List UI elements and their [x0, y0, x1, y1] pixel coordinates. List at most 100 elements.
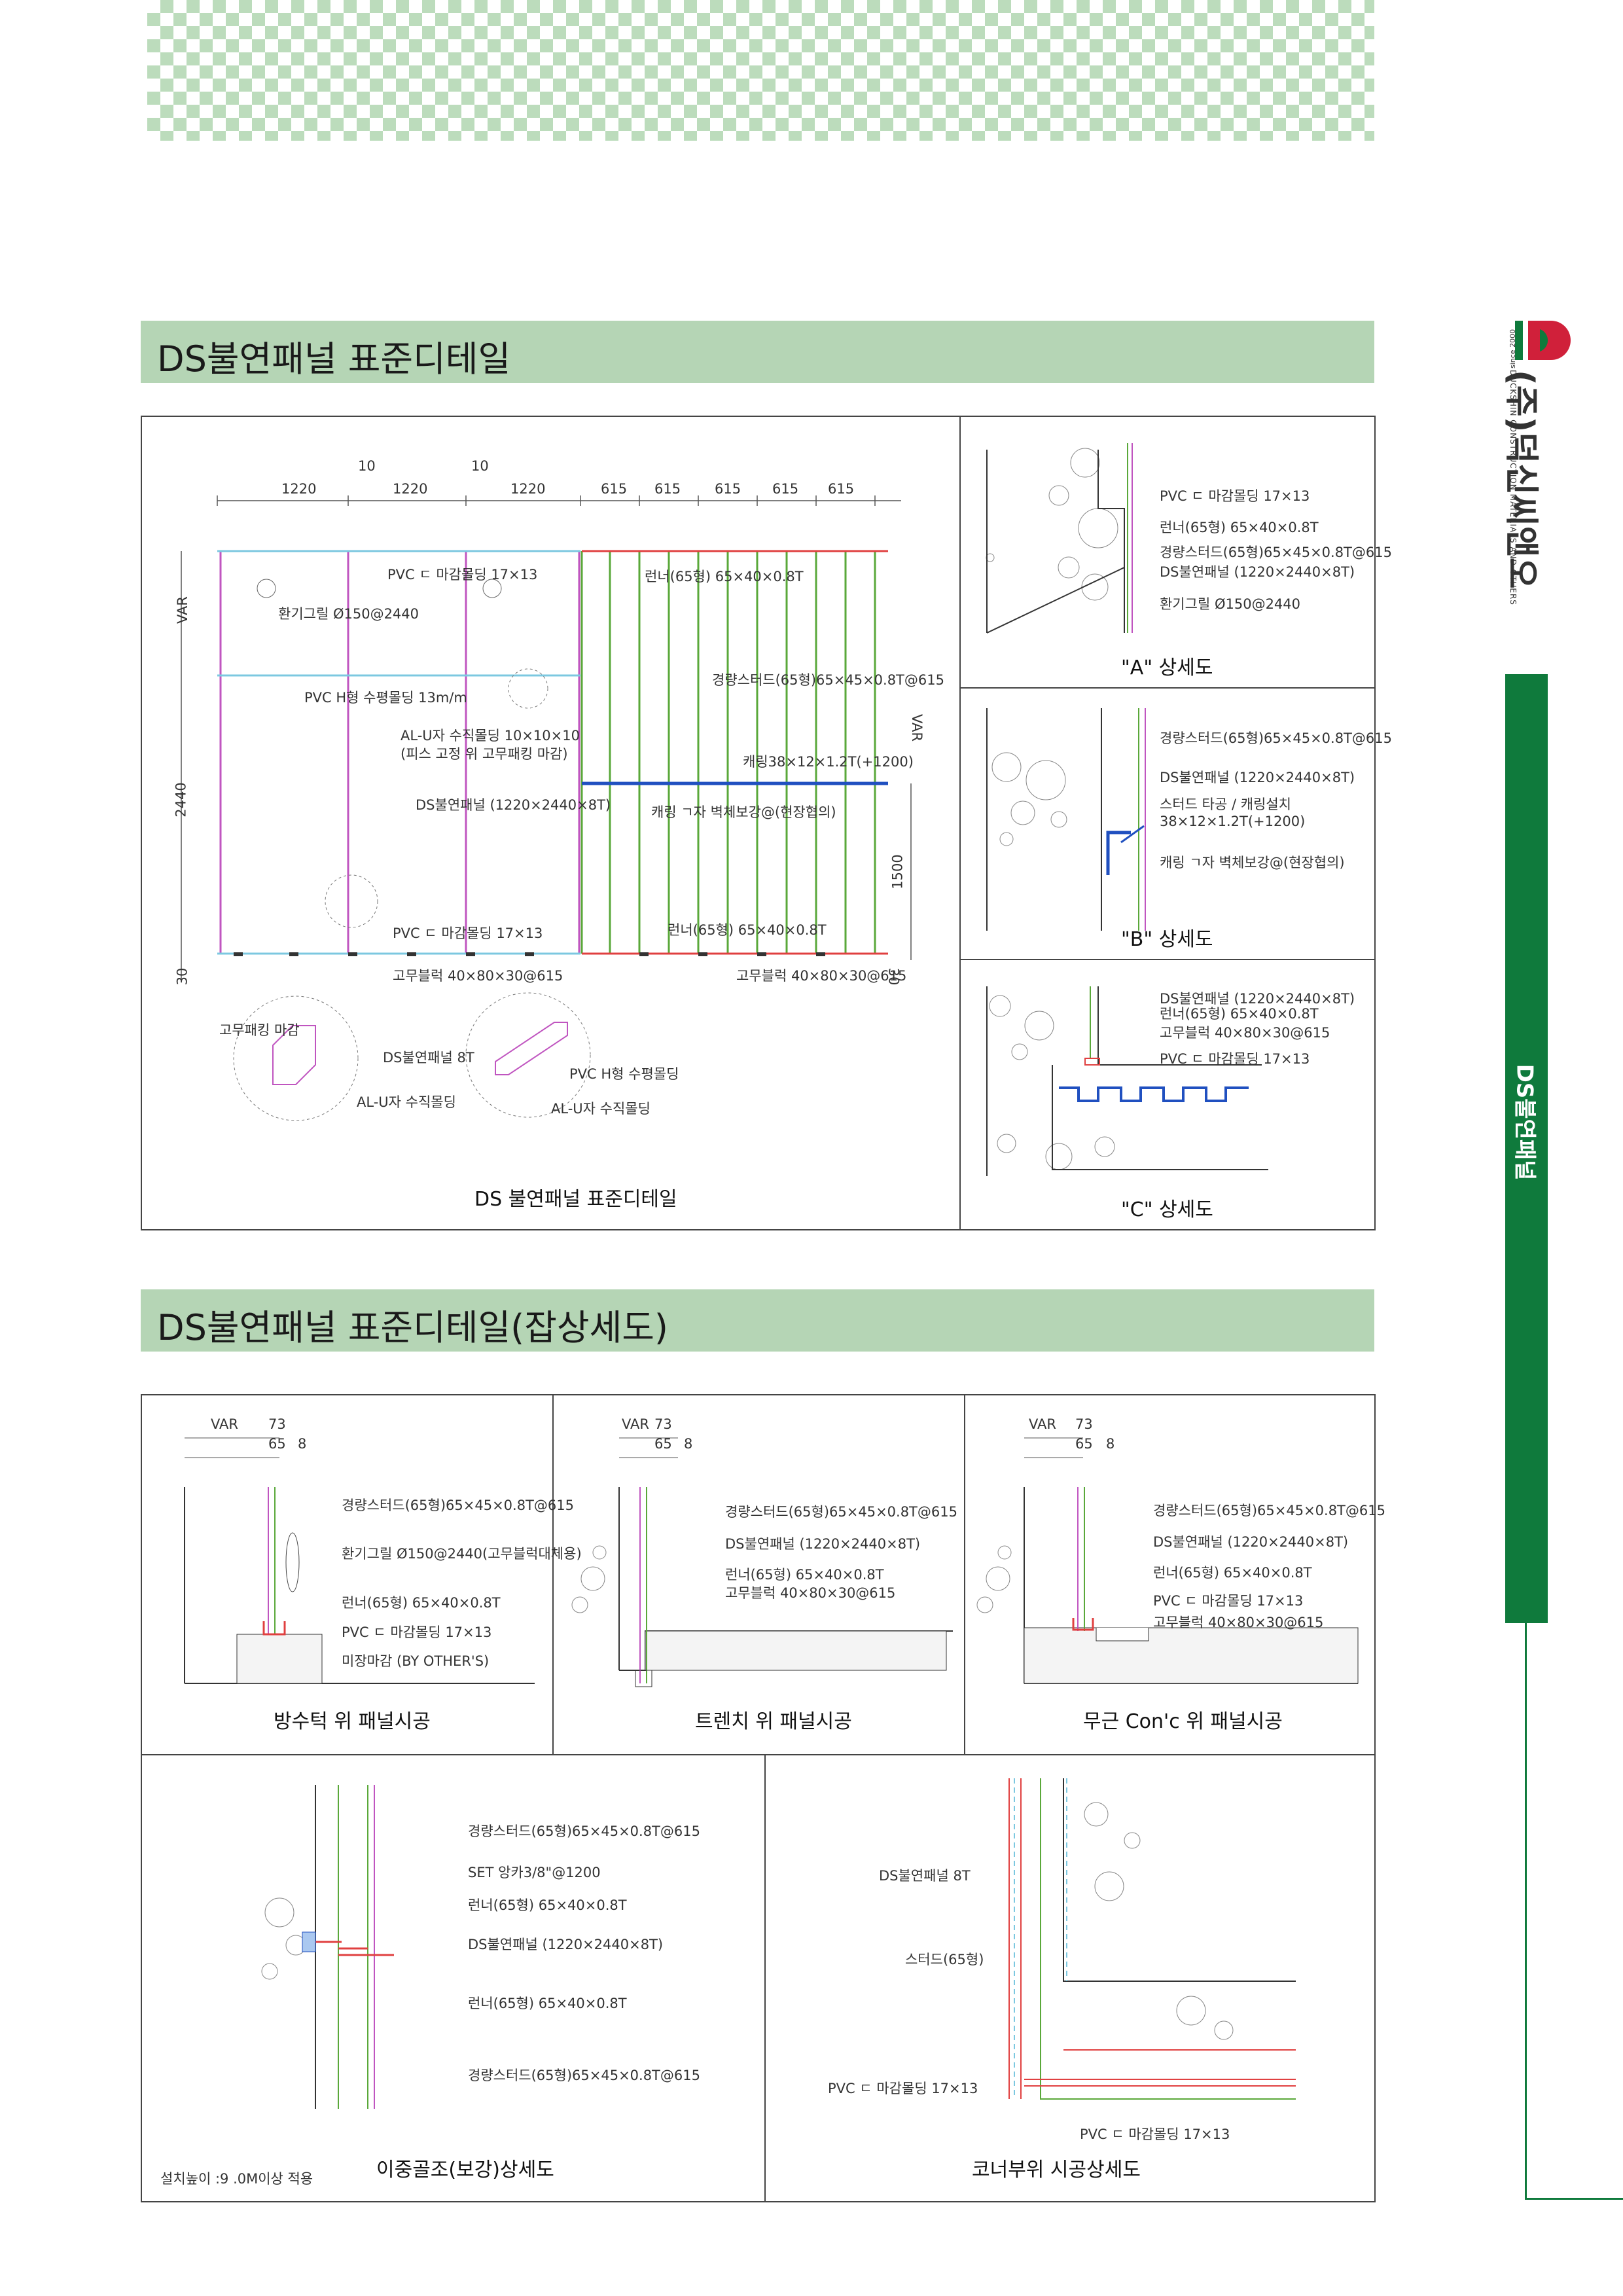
callout-label: 환기그릴 Ø150@2440	[278, 606, 419, 622]
company-logo: (주)덕신씨앤오 DUCKSHIN CONSTRUCTION MATERIALS…	[1501, 317, 1580, 619]
frame-divider	[141, 1754, 1376, 1755]
dim-label: 10	[471, 458, 489, 474]
dim-label: 615	[828, 481, 855, 497]
callout-label: PVC H형 수평몰딩	[569, 1066, 679, 1082]
callout-label: 런너(65형) 65×40×0.8T	[725, 1567, 884, 1583]
callout-label: 고무블럭 40×80×30@615	[1160, 1025, 1330, 1041]
callout-label: 런너(65형) 65×40×0.8T	[668, 922, 827, 938]
dim-label: 1220	[510, 481, 546, 497]
frame-divider	[959, 416, 961, 1230]
callout-label: 런너(65형) 65×40×0.8T	[1160, 1006, 1319, 1022]
callout-label: DS불연패널 (1220×2440×8T)	[725, 1536, 921, 1552]
frame-divider	[964, 1394, 965, 1754]
callout-label: DS불연패널 (1220×2440×8T)	[468, 1937, 664, 1952]
dim-label: 65	[268, 1436, 286, 1452]
callout-label: 경량스터드(65형)65×45×0.8T@615	[468, 2068, 700, 2083]
callout-label: DS불연패널 (1220×2440×8T)	[1160, 991, 1355, 1007]
panel-1-caption: 방수턱 위 패널시공	[274, 1710, 431, 1733]
callout-label: 런너(65형) 65×40×0.8T	[1153, 1565, 1312, 1581]
dim-label: 615	[772, 481, 799, 497]
callout-label: 경량스터드(65형)65×45×0.8T@615	[342, 1498, 574, 1513]
callout-label: 환기그릴 Ø150@2440	[1160, 596, 1301, 612]
drawing-caption: DS 불연패널 표준디테일	[474, 1188, 677, 1211]
panel-5-drawing	[1008, 1778, 1296, 2100]
company-name: (주)덕신씨앤오	[1501, 370, 1541, 589]
panel-4-drawing	[261, 1785, 394, 2109]
callout-label: 런너(65형) 65×40×0.8T	[468, 1996, 627, 2011]
callout-label: PVC ㄷ 마감몰딩 17×13	[393, 925, 543, 941]
callout-label: (피스 고정 위 고무패킹 마감)	[401, 746, 568, 762]
callout-label: DS불연패널 8T	[383, 1050, 474, 1066]
dim-label: 65	[654, 1436, 672, 1452]
callout-label: 경량스터드(65형)65×45×0.8T@615	[1160, 730, 1392, 746]
detail-b-caption: "B" 상세도	[1121, 928, 1213, 951]
dim-label: VAR	[211, 1416, 238, 1432]
callout-label: AL-U자 수직몰딩	[357, 1094, 456, 1110]
callout-label: 캐링38×12×1.2T(+1200)	[743, 754, 914, 770]
dim-label: 8	[684, 1436, 693, 1452]
dim-label: VAR	[622, 1416, 649, 1432]
callout-label: AL-U자 수직몰딩 10×10×10	[401, 728, 580, 744]
dim-label: 30	[174, 967, 190, 986]
callout-label: DS불연패널 (1220×2440×8T)	[1160, 564, 1355, 580]
callout-label: 런너(65형) 65×40×0.8T	[645, 569, 804, 584]
callout-label: DS불연패널 8T	[879, 1868, 971, 1884]
dim-label: 615	[654, 481, 681, 497]
dim-label: 1220	[281, 481, 317, 497]
dim-label: 2440	[173, 782, 189, 817]
dim-label: 73	[268, 1416, 286, 1432]
section-title: DS불연패널 표준디테일	[157, 338, 511, 380]
section-title: DS불연패널 표준디테일(잡상세도)	[157, 1307, 668, 1348]
callout-label: DS불연패널 (1220×2440×8T)	[1160, 770, 1355, 785]
callout-label: 스터드(65형)	[905, 1952, 984, 1967]
callout-label: 스터드 타공 / 캐링설치	[1160, 797, 1291, 812]
side-tab-line	[1525, 1623, 1527, 2199]
callout-label: DS불연패널 (1220×2440×8T)	[1153, 1534, 1349, 1550]
dim-label: VAR	[908, 714, 925, 742]
dim-label: 73	[1075, 1416, 1093, 1432]
misc-detail-frame	[141, 1394, 1376, 2202]
frame-divider	[959, 959, 1376, 960]
callout-label: 경량스터드(65형)65×45×0.8T@615	[468, 1823, 700, 1839]
section-title-band: DS불연패널 표준디테일(잡상세도)	[141, 1289, 1374, 1352]
callout-label: 고무블럭 40×80×30@615	[725, 1585, 896, 1601]
callout-label: PVC ㄷ 마감몰딩 17×13	[1160, 488, 1310, 504]
callout-label: 런너(65형) 65×40×0.8T	[468, 1897, 627, 1913]
logo-mark-icon	[1515, 321, 1571, 360]
dim-label: 8	[1106, 1436, 1115, 1452]
callout-label: 미장마감 (BY OTHER'S)	[342, 1653, 490, 1669]
dim-label: VAR	[174, 596, 190, 624]
dim-label: VAR	[1029, 1416, 1056, 1432]
callout-label: 경량스터드(65형)65×45×0.8T@615	[1153, 1503, 1385, 1518]
side-tab-line-foot	[1525, 2198, 1623, 2200]
callout-label: 경량스터드(65형)65×45×0.8T@615	[1160, 545, 1392, 560]
side-tab-label: DS불연패널	[1511, 1064, 1537, 1181]
dim-label: 615	[715, 481, 741, 497]
panel-3-drawing	[976, 1437, 1359, 1684]
frame-divider	[959, 687, 1376, 689]
callout-label: PVC ㄷ 마감몰딩 17×13	[342, 1624, 492, 1640]
main-elevation-drawing	[181, 495, 912, 1121]
callout-label: PVC ㄷ 마감몰딩 17×13	[387, 567, 538, 583]
dim-label: 10	[358, 458, 376, 474]
callout-label: PVC H형 수평몰딩 13m/m	[304, 690, 467, 706]
detail-a-caption: "A" 상세도	[1121, 656, 1213, 679]
callout-label: AL-U자 수직몰딩	[551, 1101, 651, 1117]
panel-1-drawing	[184, 1437, 535, 1684]
dim-label: 1220	[393, 481, 428, 497]
dim-label: 615	[601, 481, 628, 497]
callout-label: 캐링 ㄱ자 벽체보강@(현장협의)	[1160, 855, 1345, 870]
frame-divider	[764, 1754, 766, 2202]
callout-label: 경량스터드(65형)65×45×0.8T@615	[712, 672, 944, 688]
dim-label: 65	[1075, 1436, 1093, 1452]
side-tab: DS불연패널	[1505, 674, 1548, 1623]
panel-5-caption: 코너부위 시공상세도	[972, 2159, 1141, 2181]
dim-label: 73	[654, 1416, 672, 1432]
callout-label: 고무패킹 마감	[219, 1022, 300, 1038]
install-height-note: 설치높이 :9 .0M이상 적용	[160, 2171, 313, 2187]
detail-a-drawing	[986, 443, 1133, 634]
panel-4-caption: 이중골조(보강)상세도	[376, 2159, 554, 2181]
panel-2-caption: 트렌치 위 패널시공	[695, 1710, 852, 1733]
callout-label: PVC ㄷ 마감몰딩 17×13	[1153, 1593, 1304, 1609]
since-label: since 2000	[1508, 329, 1517, 368]
